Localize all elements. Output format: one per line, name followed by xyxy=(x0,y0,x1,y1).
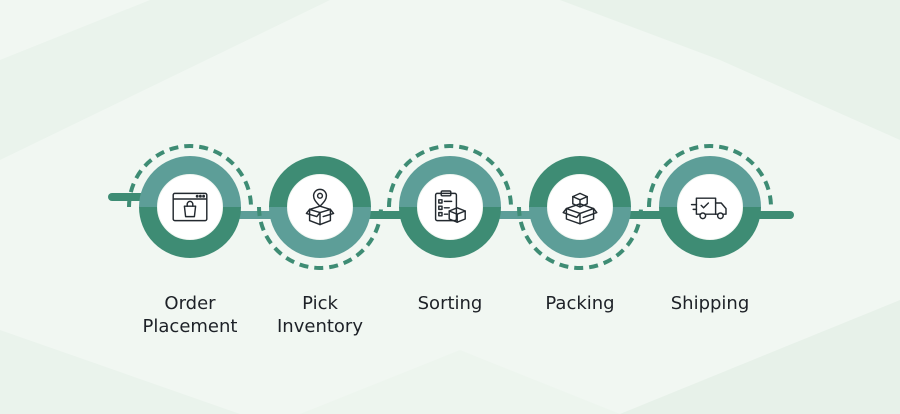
dashed-arc xyxy=(517,206,643,270)
ring-half-teal xyxy=(529,206,631,258)
ring-half-teal xyxy=(659,156,761,208)
step-label: Order Placement xyxy=(142,293,238,337)
dashed-arc xyxy=(127,144,253,208)
ring-half-green xyxy=(399,206,501,258)
step-node xyxy=(387,144,513,258)
dashed-arc xyxy=(647,144,773,208)
dashed-arc xyxy=(257,206,383,270)
ring-half-teal xyxy=(399,156,501,208)
dashed-arc xyxy=(387,144,513,208)
ring-half-green xyxy=(139,206,241,258)
icon-circle xyxy=(158,175,222,239)
step-label: Pick Inventory xyxy=(277,293,363,337)
icon-circle xyxy=(288,175,352,239)
ring-half-green xyxy=(529,156,631,208)
step-label: Sorting xyxy=(417,293,483,314)
step-node xyxy=(257,156,383,270)
step-node xyxy=(127,144,253,258)
ring-half-green xyxy=(269,156,371,208)
ring-half-green xyxy=(659,206,761,258)
step-label: Packing xyxy=(545,293,615,314)
icon-circle xyxy=(418,175,482,239)
step-node xyxy=(517,156,643,270)
ring-half-teal xyxy=(139,156,241,208)
ring-half-teal xyxy=(269,206,371,258)
icon-circle xyxy=(678,175,742,239)
step-node xyxy=(647,144,773,258)
step-label: Shipping xyxy=(670,293,750,314)
